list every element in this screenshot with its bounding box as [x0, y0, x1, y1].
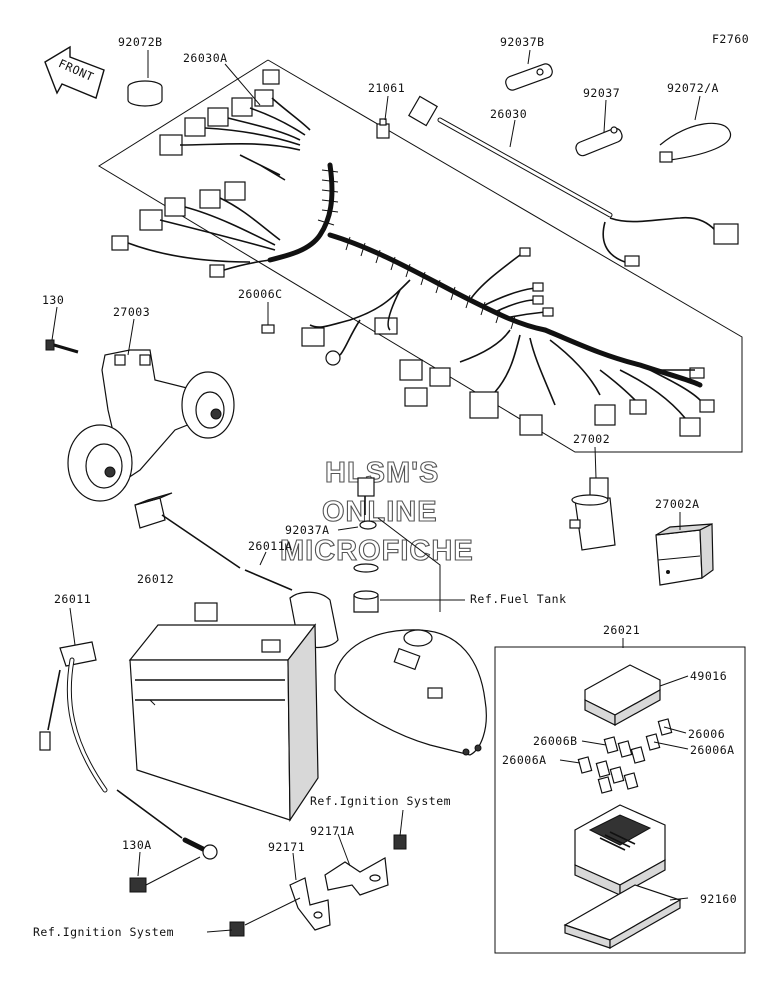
main-harness-26030A [111, 69, 715, 437]
cover-49016 [584, 664, 661, 727]
harness-outline [98, 59, 743, 453]
label-92072B: 92072B [118, 35, 163, 49]
horn-27003 [67, 349, 235, 502]
label-26012: 26012 [137, 572, 174, 586]
label-26006C: 26006C [238, 287, 283, 301]
label-27002: 27002 [573, 432, 610, 446]
label-26030: 26030 [490, 107, 527, 121]
bracket-92171A [324, 834, 407, 896]
sub-harness-26030 [408, 95, 739, 267]
label-26006B: 26006B [533, 734, 578, 748]
cable-26011A [134, 492, 339, 649]
label-26011A: 26011A [248, 539, 293, 553]
bolt-130 [45, 339, 79, 354]
label-26021: 26021 [603, 623, 640, 637]
label-92171A: 92171A [310, 824, 355, 838]
label-130A: 130A [122, 838, 152, 852]
label-92037: 92037 [583, 86, 620, 100]
label-27003: 27003 [113, 305, 150, 319]
band-92072B [127, 80, 163, 107]
relay-27002A [655, 523, 714, 586]
watermark-line-3: MICROFICHE [280, 535, 474, 567]
leader-lines [51, 49, 701, 933]
label-26006: 26006 [688, 727, 725, 741]
fuel-tank-reference [334, 477, 487, 756]
label-ref-fuel-tank: Ref.Fuel Tank [470, 592, 567, 606]
cover-92160 [563, 884, 682, 950]
front-arrow-icon: FRONT [44, 45, 105, 99]
label-92160: 92160 [700, 892, 737, 906]
watermark: HLSM'S ONLINE MICROFICHE [279, 456, 474, 567]
connector-21061 [376, 118, 390, 139]
cable-26011 [39, 641, 218, 860]
part-labels: 92072B 26030A 21061 92037B 26030 92037 9… [33, 35, 737, 939]
fusebox-body [574, 804, 666, 897]
band-92072A [659, 122, 732, 163]
fusebox-outline [494, 646, 746, 954]
label-26006A-right: 26006A [690, 743, 735, 757]
label-21061: 21061 [368, 81, 405, 95]
label-ref-ignition-bottom: Ref.Ignition System [33, 925, 174, 939]
label-92171: 92171 [268, 840, 305, 854]
label-92072A: 92072/A [667, 81, 719, 95]
fuses-26006 [577, 718, 673, 794]
watermark-line-1: HLSM'S [325, 457, 439, 489]
battery-26012 [128, 602, 319, 822]
clamp-92037B [505, 63, 553, 91]
label-130: 130 [42, 293, 64, 307]
diagram-code: F2760 [712, 32, 749, 46]
clamp-92037 [575, 126, 623, 157]
bracket-92171 [229, 877, 331, 937]
label-92037B: 92037B [500, 35, 545, 49]
watermark-line-2: ONLINE [322, 496, 438, 528]
fuse-26006C [261, 324, 275, 334]
label-26006A-left: 26006A [502, 753, 547, 767]
label-26011: 26011 [54, 592, 91, 606]
relay-27002 [569, 477, 616, 551]
label-27002A: 27002A [655, 497, 700, 511]
label-ref-ignition-top: Ref.Ignition System [310, 794, 451, 808]
label-92037A: 92037A [285, 523, 330, 537]
label-26030A: 26030A [183, 51, 228, 65]
label-49016: 49016 [690, 669, 727, 683]
bolt-130A [129, 856, 201, 893]
